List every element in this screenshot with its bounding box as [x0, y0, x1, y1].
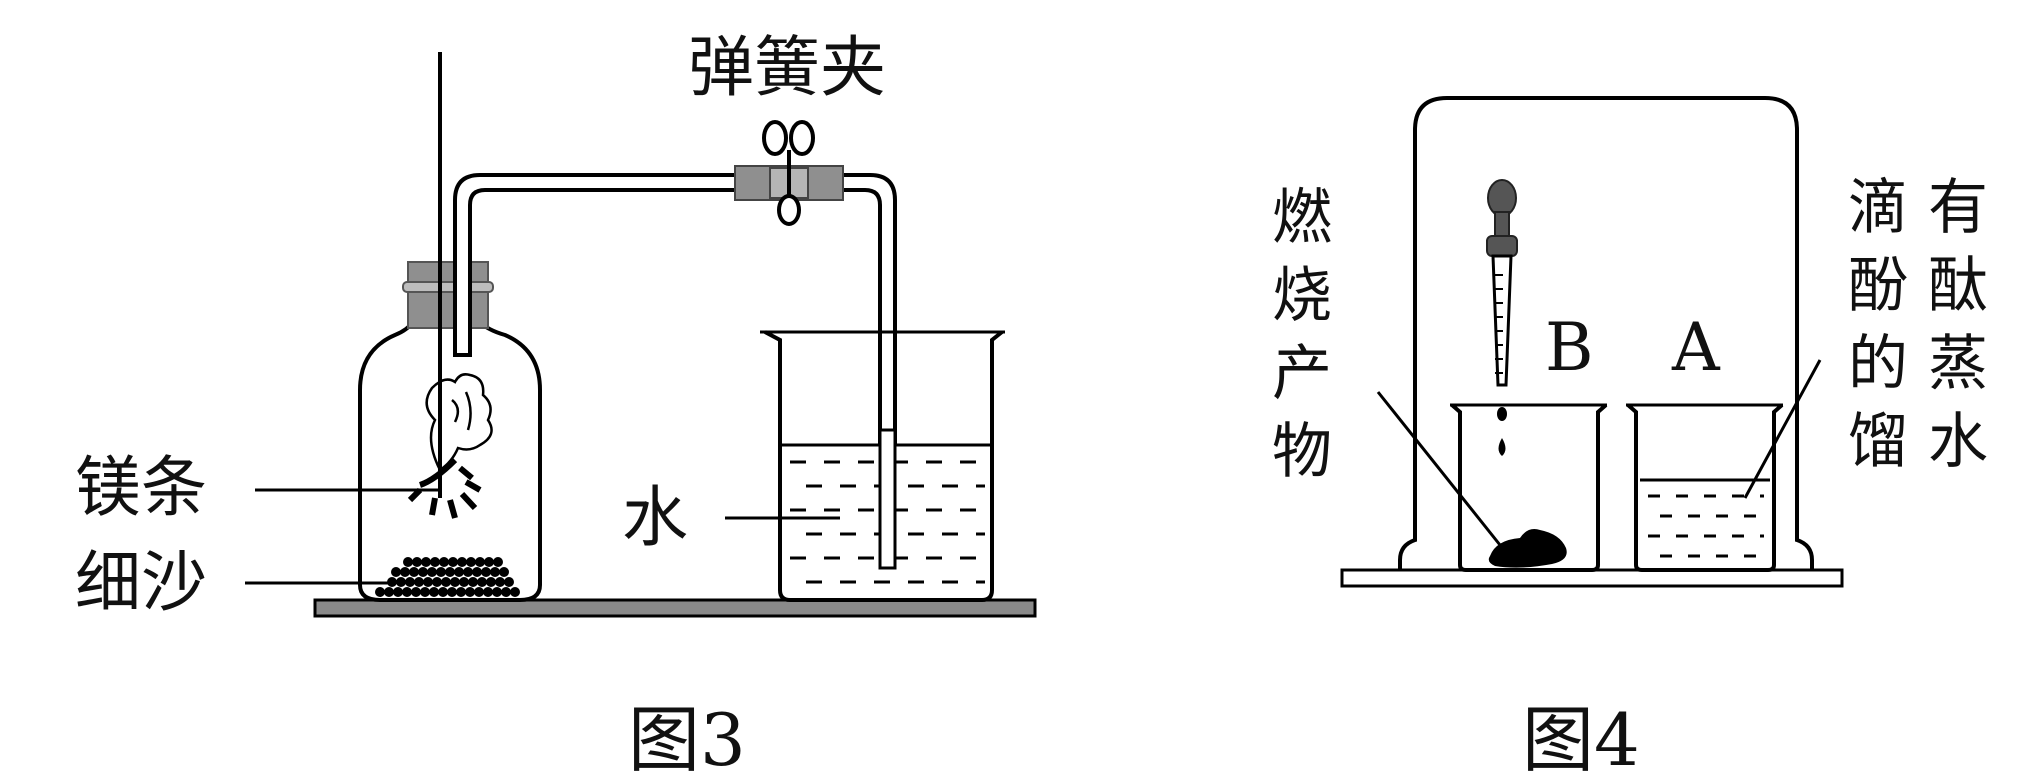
label-product-2: 烧: [1272, 261, 1332, 331]
label-water: 水: [622, 479, 688, 556]
label-solution-c1-3: 的: [1848, 329, 1908, 399]
gas-bottle: [358, 298, 542, 602]
rubber-stopper: [407, 261, 489, 329]
label-fine-sand: 细沙: [75, 544, 207, 621]
caption-figure-4: 图4: [1522, 698, 1640, 782]
label-solution-c2-2: 酞: [1928, 251, 1988, 321]
combustion-smoke: [425, 373, 493, 472]
spring-clamp: [734, 120, 844, 226]
base-plate: [1340, 568, 1844, 588]
stopper-ring: [402, 281, 494, 293]
label-solution-c1-2: 酚: [1848, 251, 1908, 321]
figure-3: 弹簧夹 镁条 细沙 水 图3: [75, 29, 1037, 782]
fine-sand: [375, 557, 520, 597]
label-magnesium: 镁条: [75, 449, 207, 526]
base-board: [313, 598, 1037, 618]
label-product-1: 燃: [1272, 183, 1332, 253]
dropper: [1486, 179, 1518, 456]
combustion-product: [1488, 529, 1567, 568]
leader-solution: [1743, 359, 1822, 499]
figure-4: B A 燃 烧 产 物 滴 酚 的 馏 有 酞 蒸 水 图4: [1272, 96, 1988, 782]
beaker-outline: [764, 330, 1004, 602]
label-product-3: 产: [1272, 339, 1332, 409]
label-beaker-b: B: [1545, 309, 1594, 386]
beaker-b-outline: [1450, 403, 1608, 572]
beaker-a: [1626, 403, 1784, 572]
label-solution-c2-1: 有: [1928, 173, 1988, 243]
magnesium-ribbon: [407, 457, 482, 519]
label-solution-c1-1: 滴: [1848, 173, 1908, 243]
beaker-a-outline: [1626, 403, 1784, 572]
bell-jar: [1398, 96, 1814, 570]
leader-product: [1376, 391, 1502, 546]
label-solution-c1-4: 馏: [1848, 407, 1908, 477]
label-beaker-a: A: [1671, 309, 1721, 386]
label-solution-c2-4: 水: [1928, 407, 1988, 477]
caption-figure-3: 图3: [628, 698, 746, 782]
label-spring-clamp: 弹簧夹: [688, 29, 886, 106]
label-product-4: 物: [1272, 417, 1332, 487]
label-solution-c2-3: 蒸: [1928, 329, 1988, 399]
beaker-b: [1450, 403, 1608, 572]
